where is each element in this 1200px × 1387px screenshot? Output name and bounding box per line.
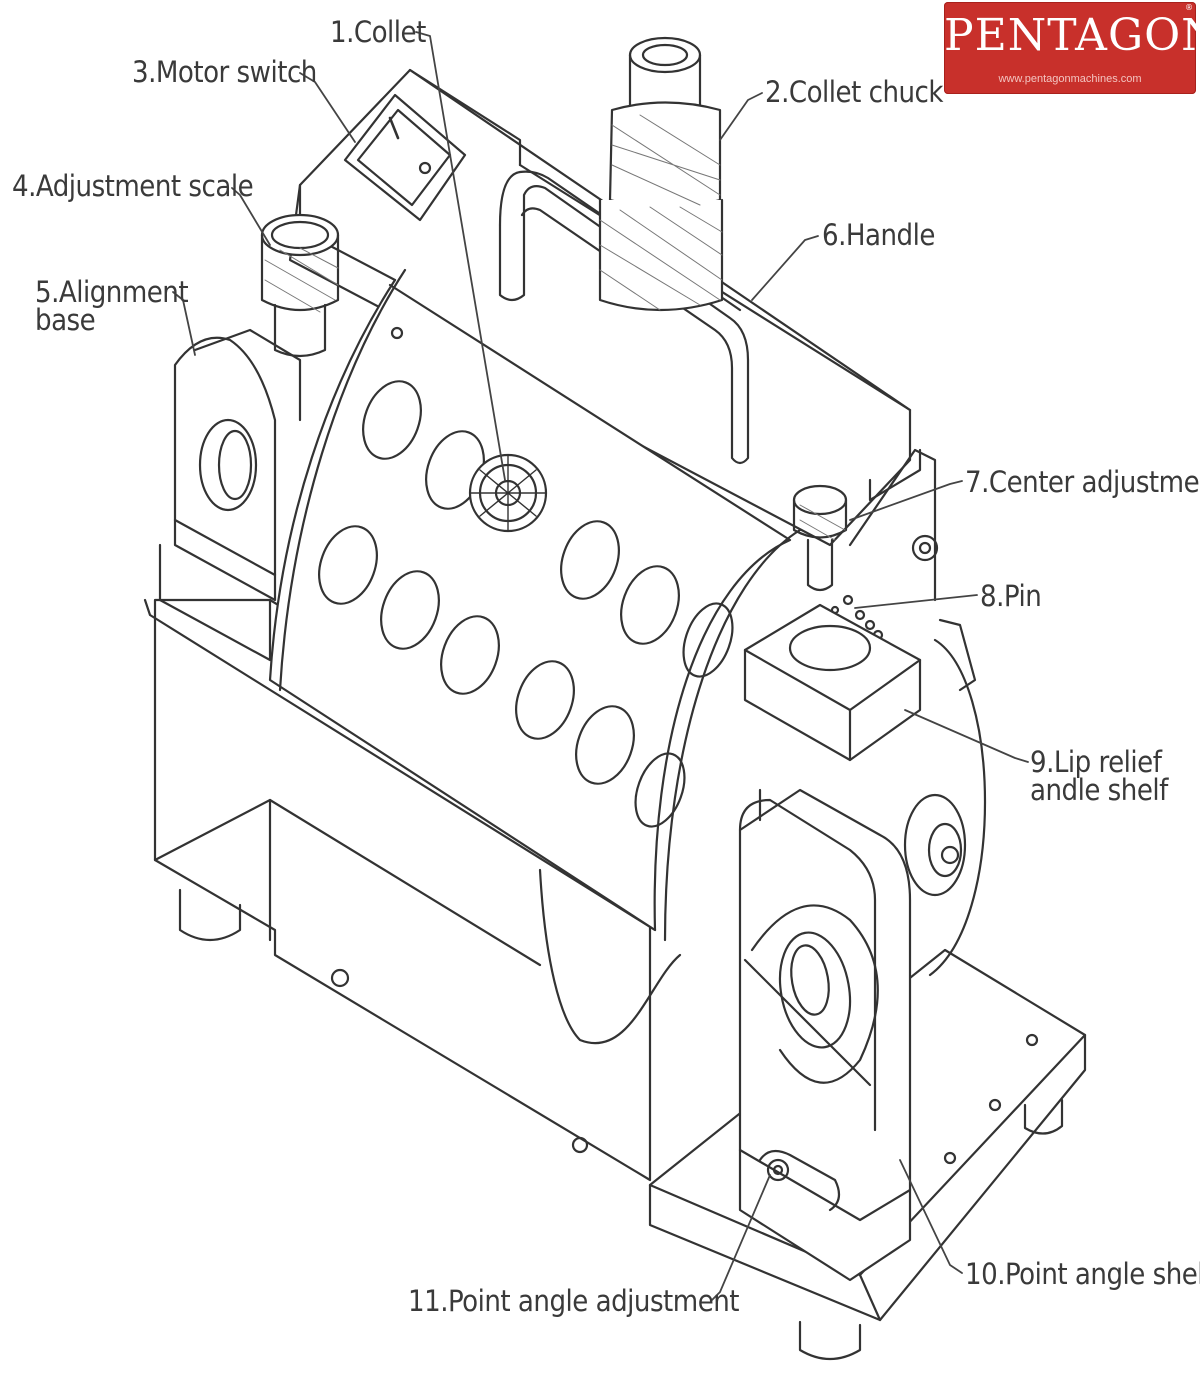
main-body: [143, 598, 657, 1182]
label-lip-relief-angle-shelf: 9.Lip relief andle shelf: [1030, 745, 1168, 807]
wheel-hub: [903, 793, 967, 897]
label-collet-chuck: 2.Collet chuck: [765, 75, 944, 109]
pentagon-logo: PENTAGON www.pentagonmachines.com ®: [944, 2, 1200, 94]
cylinder-cover: [268, 268, 802, 1045]
lip-relief-angle-shelf: [743, 603, 986, 977]
collet: [468, 453, 548, 533]
adjustment-scale-knob: [260, 213, 340, 358]
handle: [498, 170, 750, 465]
label-collet: 1.Collet: [330, 15, 426, 49]
label-adjustment-scale: 4.Adjustment scale: [12, 169, 254, 203]
logo-url: www.pentagonmachines.com: [998, 73, 1142, 85]
label-center-adjustment: 7.Center adjustment: [965, 465, 1200, 499]
alignment-base: [158, 328, 302, 662]
point-angle-shelf: [738, 788, 912, 1282]
label-motor-switch: 3.Motor switch: [132, 55, 317, 89]
leader-lines: [172, 31, 1029, 1301]
logo-name: PENTAGON: [944, 10, 1200, 61]
label-handle: 6.Handle: [822, 218, 935, 252]
label-point-angle-adjustment: 11.Point angle adjustment: [408, 1284, 740, 1318]
label-pin: 8.Pin: [980, 579, 1042, 613]
label-alignment-base: 5.Alignment base: [35, 275, 189, 337]
collet-chuck: [598, 36, 724, 312]
label-point-angle-shelf: 10.Point angle shelf: [965, 1257, 1200, 1291]
center-adjustment: [792, 448, 939, 602]
logo-registered-mark: ®: [1185, 3, 1193, 12]
